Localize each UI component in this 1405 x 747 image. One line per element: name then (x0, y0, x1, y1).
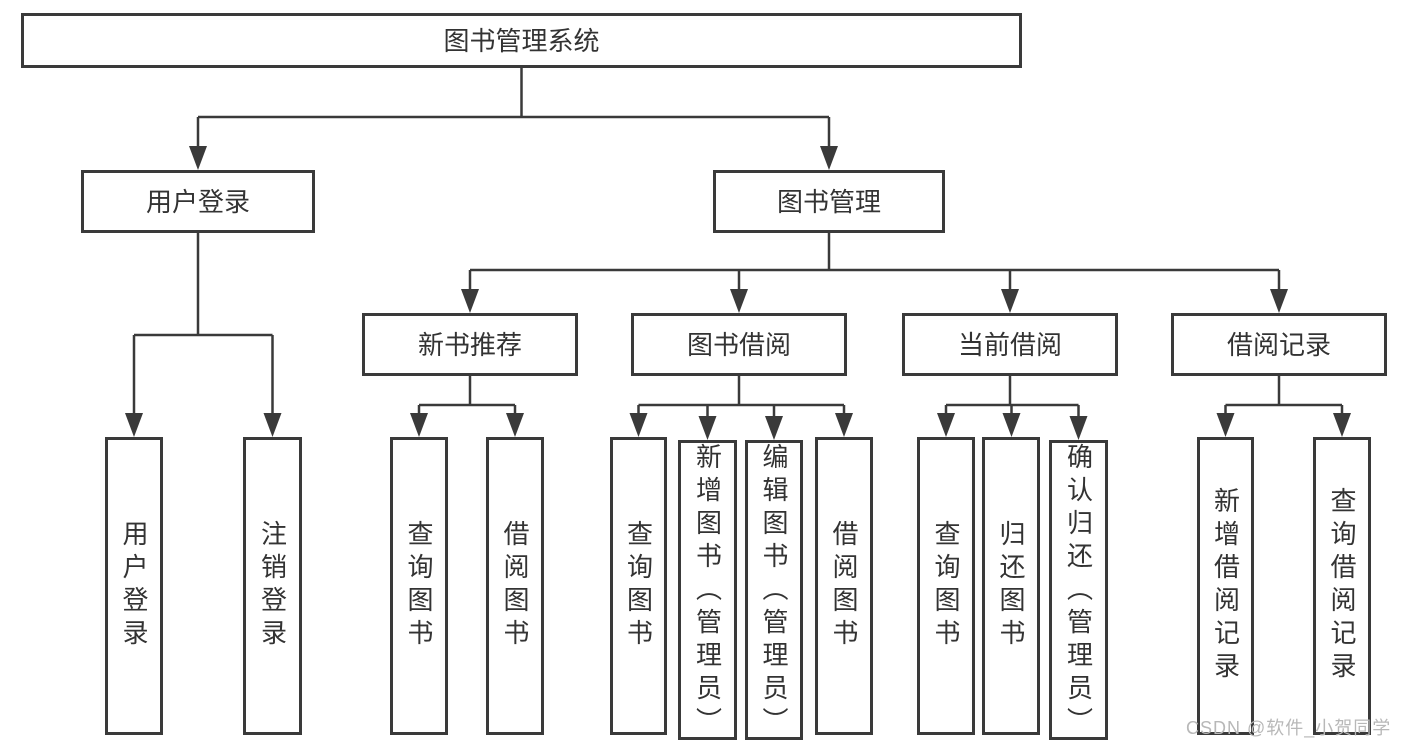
arrowhead-icon (461, 289, 479, 313)
leaf-br-query-record: 查询借阅记录 (1313, 437, 1371, 735)
arrowhead-icon (1270, 289, 1288, 313)
arrowhead-icon (1002, 413, 1021, 437)
leaf-br-add-record: 新增借阅记录 (1197, 437, 1254, 735)
arrowhead-icon (506, 413, 524, 437)
leaf-bb-borrow-book: 借阅图书 (815, 437, 873, 735)
arrowhead-icon (1069, 416, 1088, 440)
leaf-bb-query-book: 查询图书 (610, 437, 667, 735)
leaf-logout: 注销登录 (243, 437, 302, 735)
arrowhead-icon (730, 289, 748, 313)
arrowhead-icon (937, 413, 955, 437)
leaf-user-login: 用户登录 (105, 437, 163, 735)
leaf-rec-borrow-book: 借阅图书 (486, 437, 544, 735)
arrowhead-icon (125, 413, 143, 437)
arrowhead-icon (1216, 413, 1235, 437)
arrowhead-icon (410, 413, 428, 437)
leaf-cb-confirm-return-admin: 确认归还（管理员） (1049, 440, 1108, 740)
node-user-login: 用户登录 (81, 170, 315, 233)
leaf-rec-query-book: 查询图书 (390, 437, 448, 735)
node-library-system: 图书管理系统 (21, 13, 1022, 68)
node-current-borrow: 当前借阅 (902, 313, 1118, 376)
node-book-borrow: 图书借阅 (631, 313, 847, 376)
node-book-management: 图书管理 (713, 170, 945, 233)
arrowhead-icon (1001, 289, 1019, 313)
leaf-bb-edit-book-admin: 编辑图书（管理员） (745, 440, 803, 740)
arrowhead-icon (765, 416, 783, 440)
arrowheads (125, 146, 1351, 440)
node-borrow-record: 借阅记录 (1171, 313, 1387, 376)
leaf-bb-add-book-admin: 新增图书（管理员） (678, 440, 737, 740)
node-new-book-recommend: 新书推荐 (362, 313, 578, 376)
arrowhead-icon (698, 416, 717, 440)
arrowhead-icon (629, 413, 648, 437)
arrowhead-icon (189, 146, 207, 170)
arrowhead-icon (263, 413, 282, 437)
arrowhead-icon (835, 413, 853, 437)
connector-path (132, 68, 1344, 421)
watermark-text: CSDN @软件_小贺同学 (1186, 718, 1392, 738)
arrowhead-icon (820, 146, 838, 170)
leaf-cb-return-book: 归还图书 (982, 437, 1040, 735)
leaf-cb-query-book: 查询图书 (917, 437, 975, 735)
arrowhead-icon (1333, 413, 1351, 437)
